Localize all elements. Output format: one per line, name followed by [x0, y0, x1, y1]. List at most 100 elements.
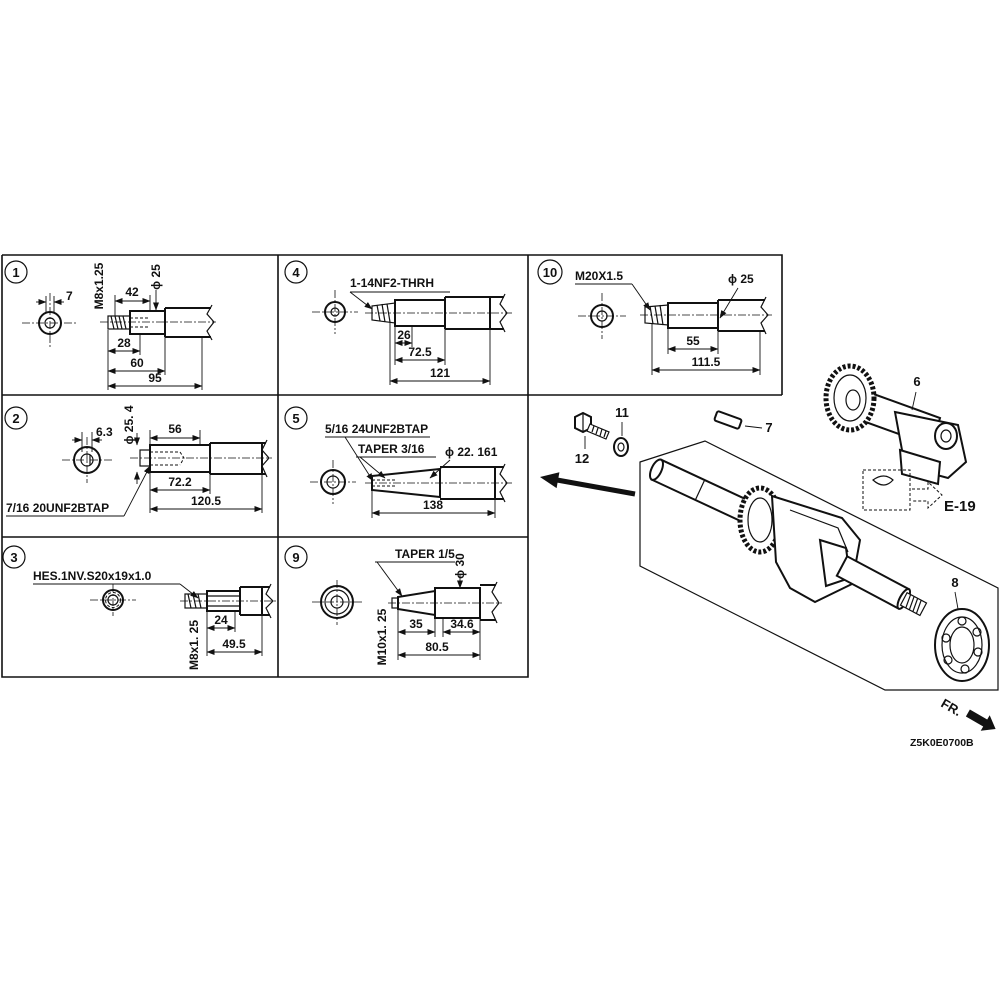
panel-number-badge — [4, 406, 28, 430]
panel-2: 2 6.3 ϕ 25. 4 — [4, 405, 272, 517]
dimension-7: 7 — [36, 289, 73, 312]
dimensions: 24 49.5 — [206, 611, 263, 656]
end-view — [312, 290, 358, 334]
svg-text:121: 121 — [430, 366, 450, 380]
panel-1: 1 7 M8x1.25 42 — [4, 260, 216, 390]
panel-number-badge — [284, 406, 308, 430]
end-view — [310, 460, 356, 504]
panel-number: 3 — [10, 550, 17, 565]
panel-3: 3 HES.1NV.S20x19x1.0 M8x1. 25 — [2, 545, 276, 670]
woodruff-key: 7 — [713, 410, 773, 435]
panel-number-badge — [284, 260, 308, 284]
svg-text:138: 138 — [423, 498, 443, 512]
assembly-outline — [639, 440, 999, 691]
washer: 11 — [613, 405, 629, 457]
svg-text:6.3: 6.3 — [96, 425, 113, 439]
shaft-profile — [640, 296, 772, 335]
svg-text:55: 55 — [686, 334, 700, 348]
dimension-138: 138 — [371, 490, 496, 518]
diameter-25-4: ϕ 25. 4 — [122, 405, 140, 484]
panel-number-badge — [4, 260, 28, 284]
svg-text:7/16 20UNF2BTAP: 7/16 20UNF2BTAP — [6, 501, 109, 515]
dimensions: 55 111.5 — [651, 323, 761, 375]
thread-spec: M8x1. 25 — [187, 620, 201, 670]
svg-text:26: 26 — [397, 328, 411, 342]
shaft-profile — [130, 439, 272, 478]
panel-number: 1 — [12, 265, 19, 280]
balancer-shaft: 6 — [823, 363, 968, 486]
svg-text:60: 60 — [130, 356, 144, 370]
svg-text:35: 35 — [409, 617, 423, 631]
panel-number: 2 — [12, 411, 19, 426]
svg-text:80.5: 80.5 — [425, 640, 449, 654]
end-view — [62, 437, 112, 483]
svg-text:ϕ 25: ϕ 25 — [149, 264, 163, 290]
panel-number-badge — [537, 259, 563, 285]
part-number-6: 6 — [913, 374, 920, 389]
svg-text:72.5: 72.5 — [408, 345, 432, 359]
svg-text:ϕ 22. 161: ϕ 22. 161 — [445, 445, 498, 459]
diameter-25: ϕ 25 — [149, 264, 163, 311]
diameter-30: ϕ 30 — [453, 553, 467, 589]
panel-number: 10 — [543, 265, 557, 280]
svg-text:M20X1.5: M20X1.5 — [575, 269, 623, 283]
shaft-profile — [100, 304, 216, 341]
dimension-label: 7 — [66, 289, 73, 303]
panel-10: 10 M20X1.5 ϕ 25 — [537, 259, 772, 375]
thread-callout: 1-14NF2-THRH — [349, 276, 450, 310]
svg-text:ϕ 25: ϕ 25 — [728, 272, 754, 286]
svg-text:111.5: 111.5 — [692, 355, 721, 369]
end-view — [312, 580, 362, 625]
panel-number: 5 — [292, 411, 299, 426]
thread-spec: M8x1.25 — [92, 262, 106, 309]
end-view — [578, 293, 626, 339]
part-number-7: 7 — [765, 420, 772, 435]
panel-number: 9 — [292, 550, 299, 565]
panel-number: 4 — [292, 265, 300, 280]
svg-text:5/16 24UNF2BTAP: 5/16 24UNF2BTAP — [325, 422, 428, 436]
dimensions: 26 72.5 121 — [389, 322, 491, 385]
part-number-11: 11 — [615, 405, 629, 420]
exploded-view: 12 11 7 6 — [574, 363, 999, 749]
dimensions: 35 34.6 80.5 — [397, 609, 481, 660]
reference-box: E-19 — [862, 469, 976, 515]
end-view — [22, 293, 76, 347]
dimension-6-3: 6.3 — [72, 425, 113, 452]
svg-text:42: 42 — [125, 285, 139, 299]
panel-9: 9 TAPER 1/5 ϕ 30 M10x1. 25 — [284, 545, 502, 665]
panel-number-badge — [2, 545, 26, 569]
part-number-8: 8 — [951, 575, 958, 590]
dimensions: 56 72.2 120.5 — [149, 422, 263, 513]
panel-number-badge — [284, 545, 308, 569]
svg-text:TAPER 3/16: TAPER 3/16 — [358, 442, 425, 456]
pointer-arrow — [540, 472, 636, 497]
svg-text:72.2: 72.2 — [168, 475, 192, 489]
thread-spec: M10x1. 25 — [375, 608, 389, 665]
front-arrow-icon — [965, 709, 996, 731]
reference-label: E-19 — [944, 498, 976, 515]
svg-text:34.6: 34.6 — [450, 617, 474, 631]
tap-callout: 7/16 20UNF2BTAP — [6, 465, 151, 517]
shaft-profile — [365, 463, 512, 503]
panel-grid-frame — [1, 254, 783, 678]
shaft-profile — [180, 583, 276, 619]
taper-callout: TAPER 1/5 — [375, 547, 455, 597]
tap-callout: 5/16 24UNF2BTAP — [325, 422, 430, 482]
svg-text:49.5: 49.5 — [222, 637, 246, 651]
thread-callout: M20X1.5 — [575, 269, 651, 311]
shaft-profile — [365, 293, 512, 333]
spline-callout: HES.1NV.S20x19x1.0 — [33, 569, 199, 599]
svg-text:95: 95 — [148, 371, 162, 385]
bolt: 12 — [574, 411, 610, 466]
crankshaft — [649, 458, 928, 617]
ball-bearing: 8 — [934, 575, 990, 682]
front-label: FR. — [939, 696, 965, 719]
svg-text:120.5: 120.5 — [191, 494, 221, 508]
diagram-code: Z5K0E0700B — [910, 737, 974, 749]
front-indicator: FR. — [939, 696, 996, 731]
part-number-12: 12 — [575, 451, 589, 466]
dimension-42: 42 — [114, 285, 151, 316]
svg-text:56: 56 — [168, 422, 182, 436]
panel-4: 4 1-14NF2-THRH 26 — [284, 260, 512, 385]
